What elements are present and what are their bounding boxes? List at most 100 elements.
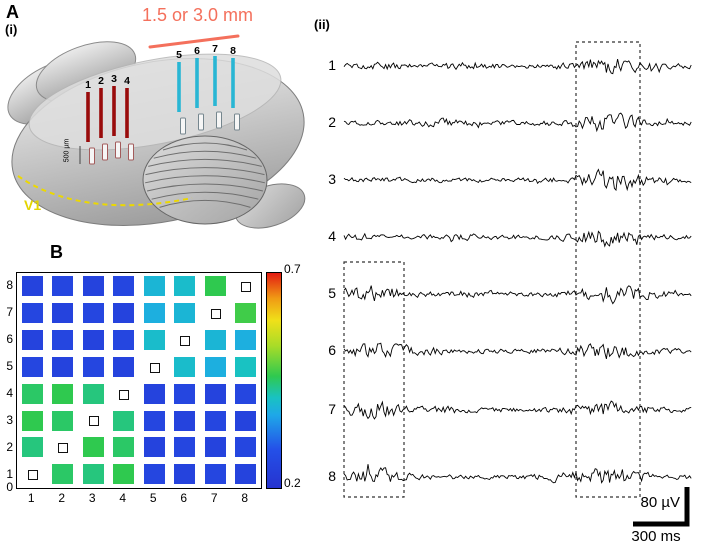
trace-waveform [343,168,692,192]
heatmap-diagonal-marker [241,282,251,292]
electrode-inserted-segment [180,117,186,135]
depth-scale-label: 500 µm [63,138,71,163]
panel-b-label: B [50,242,63,262]
heatmap-cell [52,276,74,297]
heatmap-cell [113,330,135,350]
trace-label: 6 [328,342,336,358]
trace-waveform [343,59,692,75]
folium-line [162,142,248,151]
heatmap-diagonal-marker [180,335,190,346]
heatmap-cell [21,356,43,377]
electrode-inserted-segment [198,113,204,131]
y-tick-label: 6 [6,332,13,347]
heatmap-cell [52,356,74,377]
distance-bracket-line [148,34,240,49]
heatmap-cell [204,464,226,485]
heatmap-cell [82,356,104,377]
heatmap-cell [174,437,196,458]
electrode-inserted-segment [102,143,108,161]
heatmap-cell [143,410,165,431]
y-tick-label: 3 [6,412,13,427]
cerebellum-folia [145,142,265,208]
heatmap-cell [204,437,226,458]
heatmap-cell [113,276,135,297]
x-tick-label: 4 [119,491,127,505]
heatmap-diagonal-marker [88,416,99,427]
heatmap-diagonal-marker [27,470,38,481]
electrode-number-label: 1 [85,79,91,91]
heatmap-cell [174,383,196,404]
heatmap-diagonal-marker [210,308,221,319]
trace-label: 2 [328,114,336,130]
heatmap-cell [143,383,165,404]
heatmap-cell [82,383,104,404]
cerebellum [142,135,268,225]
heatmap-cell [21,303,43,324]
heatmap-cell [82,276,104,297]
heatmap-diagonal-marker [119,389,129,400]
heatmap-cell [235,330,257,350]
x-tick-label: 2 [58,491,66,505]
heatmap-cell [52,330,74,350]
heatmap-cell [204,383,226,404]
heatmap-cell [143,303,165,324]
electrode-inserted-segment [128,143,134,161]
colorbar-max-label: 0.7 [284,262,301,276]
trace-label: 3 [328,171,336,187]
heatmap-cell [235,303,257,324]
heatmap-diagonal-marker [58,443,68,454]
colorbar-min-label: 0.2 [284,476,301,490]
heatmap-cell [235,464,257,485]
folium-line [159,199,251,208]
heatmap-cell [52,464,74,485]
heatmap-cell [52,410,74,431]
heatmap-cell [82,330,104,350]
trace-waveform [343,400,692,420]
heatmap-cell [52,383,74,404]
heatmap-cell [204,330,226,350]
electrode-number-label: 4 [124,75,130,87]
electrode-inserted-segment [216,111,222,129]
folium-line [148,158,262,167]
heatmap-cell [21,276,43,297]
heatmap-cell [174,410,196,431]
heatmap-cell [21,437,43,458]
heatmap-cell [21,383,43,404]
folium-line [146,183,264,192]
heatmap-cell [143,437,165,458]
folium-line [151,191,259,200]
heatmap-cell [82,464,104,485]
heatmap-cell [204,356,226,377]
folium-line [153,150,257,159]
y-tick-label: 8 [6,278,13,293]
heatmap-cell [113,303,135,324]
x-tick-label: 5 [149,491,157,505]
heatmap-cell [113,464,135,485]
distance-annotation: 1.5 or 3.0 mm [141,5,254,25]
x-tick-label: 7 [210,491,218,505]
trace-waveform [343,230,692,248]
colorbar [266,272,282,489]
trace-waveform [343,342,692,360]
v1-area-label: V1 [24,197,42,213]
electrode-number-label: 2 [98,75,104,87]
heatmap-cell [52,303,74,324]
y-tick-label: 1 [6,466,13,481]
trace-label: 5 [328,285,336,301]
heatmap-cell [113,437,135,458]
heatmap-cell [235,383,257,404]
heatmap-cell [113,410,135,431]
x-tick-label: 1 [27,491,35,505]
heatmap-cell [82,437,104,458]
heatmap-cell [235,437,257,458]
heatmap-cell [143,464,165,485]
trace-waveform [343,464,692,484]
trace-label: 7 [328,401,336,417]
heatmap-cell [174,464,196,485]
panel-ii-label: (ii) [314,17,330,32]
heatmap-cell [21,330,43,350]
heatmap-cell [82,303,104,324]
heatmap-cell [143,330,165,350]
heatmap-cell [174,356,196,377]
heatmap [16,272,262,489]
